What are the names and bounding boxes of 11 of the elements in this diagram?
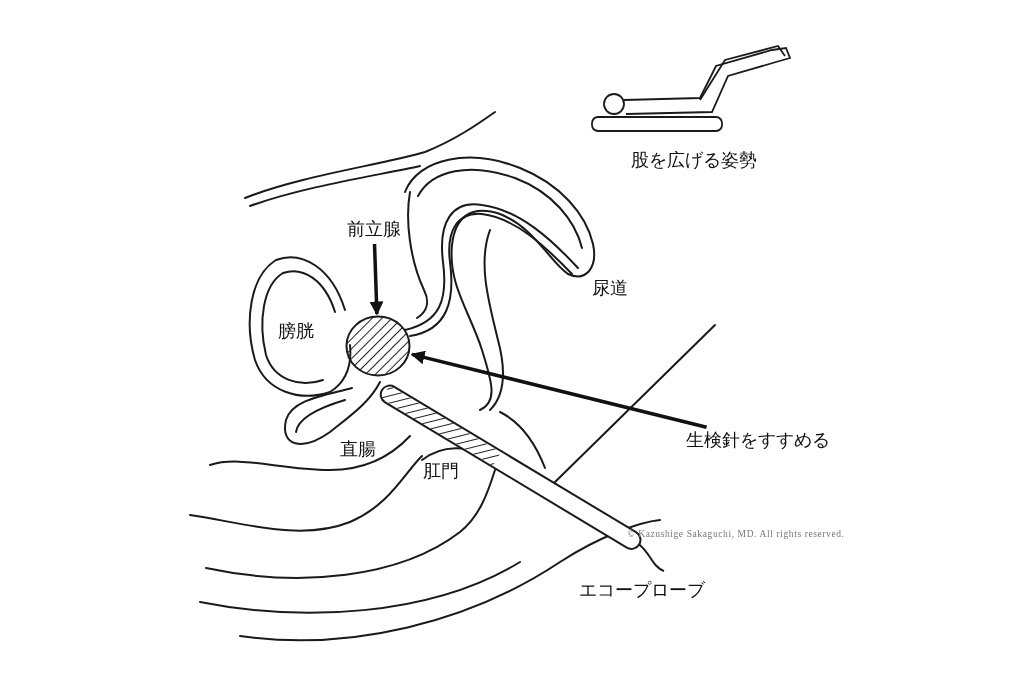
copyright-notice: © Kazushige Sakaguchi, MD. All rights reserved. [627,528,845,540]
part-label: 直腸 [340,438,376,460]
arrow [369,243,384,316]
part-label: エコープローブ [579,579,705,601]
figure-caption: 股を広げる姿勢 [631,149,757,171]
instruction-label: 生検針をすすめる [686,429,830,451]
part-label: 前立腺 [347,218,401,240]
part-label: 尿道 [592,277,628,299]
part-label: 肛門 [423,460,459,482]
arrow [410,350,707,429]
part-label: 膀胱 [278,320,314,342]
